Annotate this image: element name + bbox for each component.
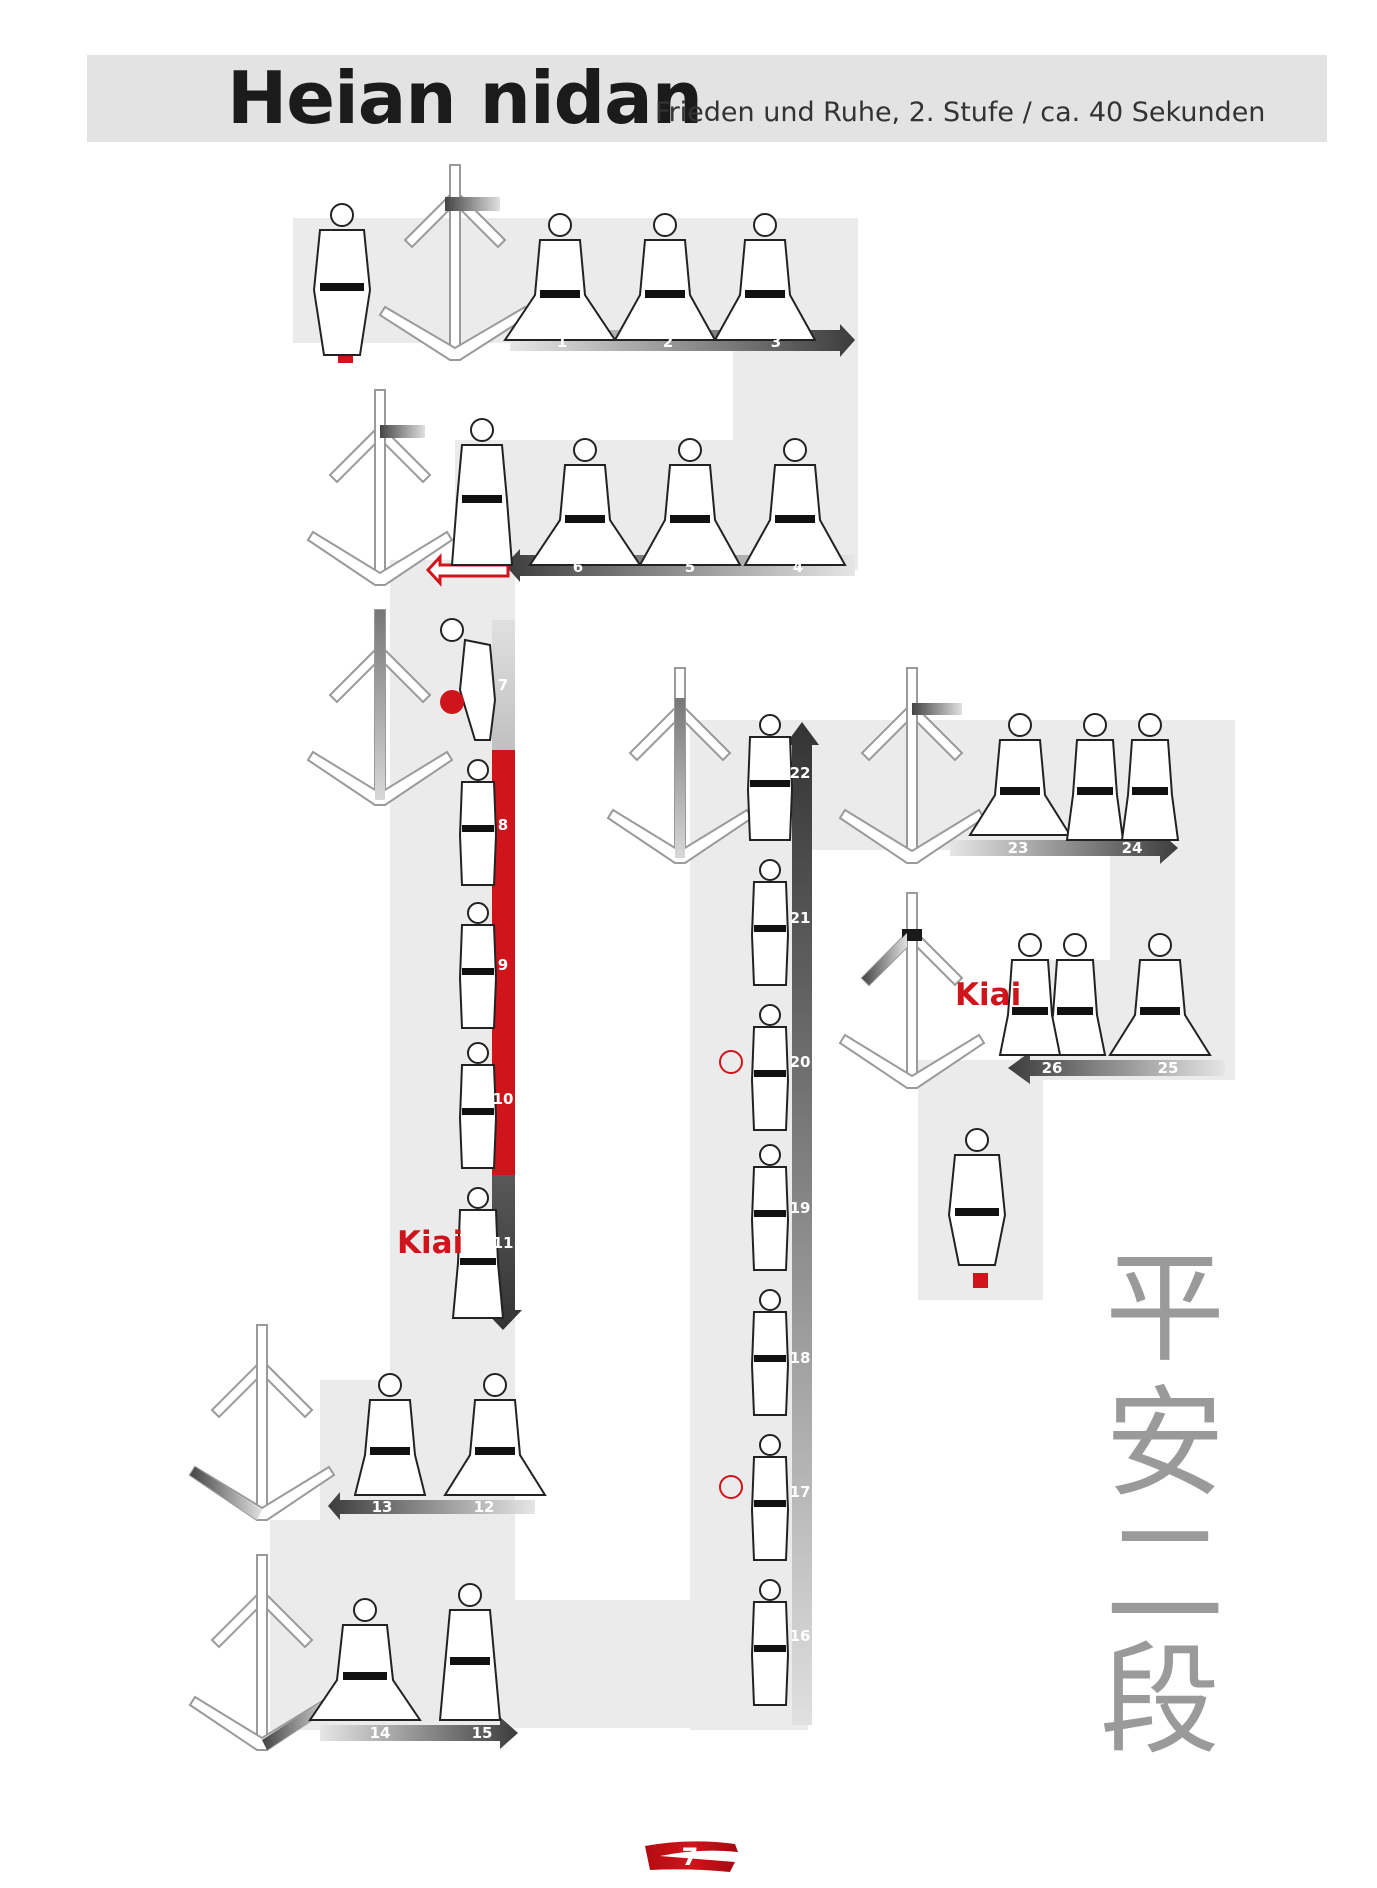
calligraphy-character: 平 [1105,1240,1225,1379]
direction-indicator-5 [838,667,986,864]
step-number: 2 [663,333,673,351]
arrow-steps-12-13 [328,1492,535,1520]
figure-step-3 [713,213,817,341]
figure-step-20 [750,1004,790,1131]
step-number: 4 [793,558,803,576]
page-title: Heian nidan [227,56,703,140]
figure-start [312,203,372,356]
arrow-steps-16-22 [785,722,819,1725]
figure-step-17 [750,1434,790,1561]
kiai-label: Kiai [955,977,1021,1013]
step-number: 7 [498,676,508,694]
step-number: 5 [685,558,695,576]
step-number: 11 [493,1234,514,1252]
step-number: 6 [573,558,583,576]
page-number-brush [645,1841,738,1872]
red-bar-steps-8-10 [492,750,515,1175]
step-number: 9 [498,956,508,974]
calligraphy-character: 安 [1105,1375,1225,1514]
step-number: 18 [790,1349,811,1367]
calligraphy-heian-nidan: 平 安 二 段 [1100,1240,1225,1771]
figure-step-18 [750,1289,790,1416]
step-number: 8 [498,816,508,834]
kiai-label: Kiai [397,1225,463,1261]
figure-end [947,1128,1007,1266]
step-number: 22 [790,764,811,782]
calligraphy-character: 段 [1100,1632,1220,1771]
figure-step-21 [750,859,790,986]
figure-step-19 [750,1144,790,1271]
calligraphy-character: 二 [1105,1505,1225,1644]
step-number: 13 [372,1498,393,1516]
direction-indicator-4 [606,667,754,864]
step-number: 1 [557,333,567,351]
step-number: 20 [790,1053,811,1071]
step-number: 25 [1158,1059,1179,1077]
target-marker-17 [719,1475,743,1499]
step-number: 24 [1122,839,1143,857]
figure-step-5 [638,438,742,566]
direction-indicator-1 [378,164,532,361]
step-number: 15 [472,1724,493,1742]
step-number: 14 [370,1724,391,1742]
direction-indicator-3 [306,609,454,806]
step-numbers: 1 2 3 4 5 6 7 8 9 10 11 12 13 14 15 16 1… [370,333,1179,1742]
step-number: 21 [790,909,811,927]
figure-step-26b [998,933,1062,1056]
step-number: 17 [790,1483,811,1501]
figure-step-9 [458,902,498,1029]
step-number: 10 [493,1090,514,1108]
figure-step-11 [451,1187,505,1319]
step-number: 26 [1042,1059,1063,1077]
kick-marker [440,690,464,714]
step-number: 16 [790,1627,811,1645]
direction-indicators [188,164,986,1751]
step-number: 3 [771,333,781,351]
direction-indicator-2 [306,389,454,586]
arrow-steps-14-15 [320,1717,518,1749]
page-number-text: 7 [681,1843,699,1871]
figure-step-4 [743,438,847,566]
figure-step-24b [1120,713,1180,841]
direction-indicator-6 [838,892,986,1089]
figure-step-14 [308,1598,422,1721]
figure-step-7 [440,618,497,741]
page-number: 7 [645,1840,735,1874]
figure-step-8 [458,759,498,886]
step-number: 23 [1008,839,1029,857]
arrow-turn-red [425,553,510,587]
arrow-steps-25-26 [1008,1052,1225,1084]
figure-step-15 [438,1583,502,1721]
direction-indicator-7 [188,1324,336,1521]
end-marker [973,1273,988,1288]
figure-step-12 [443,1373,547,1496]
figure-step-10 [458,1042,498,1169]
figure-step-6 [528,438,642,566]
karateka-figures [308,203,1212,1721]
page-subtitle: Frieden und Ruhe, 2. Stufe / ca. 40 Seku… [655,97,1266,128]
figure-step-25 [1108,933,1212,1056]
step-number: 19 [790,1199,811,1217]
figure-step-16 [750,1579,790,1706]
figure-step-23 [968,713,1072,836]
step-number: 12 [474,1498,495,1516]
figure-step-13 [353,1373,427,1496]
title-banner: Heian nidan Frieden und Ruhe, 2. Stufe /… [87,55,1327,142]
figure-step-22 [746,714,794,841]
target-marker-20 [719,1050,743,1074]
figure-turn [450,418,514,566]
